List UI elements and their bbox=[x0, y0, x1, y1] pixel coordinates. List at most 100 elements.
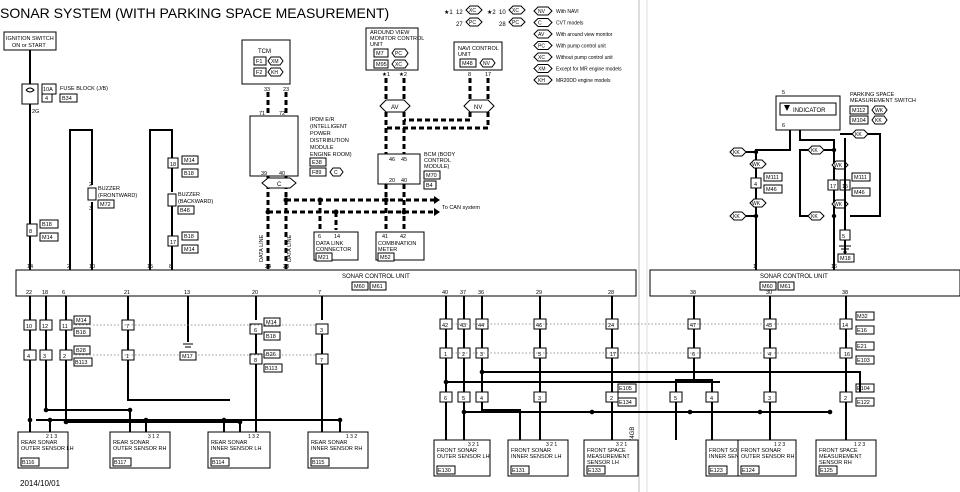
svg-text:MONITOR CONTROL: MONITOR CONTROL bbox=[370, 36, 424, 42]
front-pin-low: 4 bbox=[710, 396, 713, 402]
front-pin-low: 3 bbox=[768, 396, 771, 402]
svg-text:E38: E38 bbox=[312, 160, 322, 166]
sensor-label: MEASUREMENT bbox=[587, 454, 630, 460]
svg-text:C: C bbox=[277, 182, 282, 188]
legend-text: With NAVI bbox=[556, 9, 579, 15]
connector-code-text: E105 bbox=[619, 386, 632, 392]
svg-text:20: 20 bbox=[389, 178, 395, 184]
sensor-label: SENSOR LH bbox=[587, 460, 619, 466]
svg-text:40: 40 bbox=[279, 171, 285, 177]
sensor-pins: 1 3 2 bbox=[346, 434, 357, 440]
svg-text:M14: M14 bbox=[42, 235, 53, 241]
sonar-bottom-pin: 21 bbox=[124, 290, 130, 296]
svg-text:NV: NV bbox=[474, 105, 482, 111]
svg-text:IPDM E/R: IPDM E/R bbox=[310, 117, 334, 123]
legend-text: Except for MR engine models bbox=[556, 67, 622, 73]
svg-text:DATA LINK: DATA LINK bbox=[316, 241, 344, 247]
svg-text:M72: M72 bbox=[100, 202, 111, 208]
junction-dot bbox=[589, 409, 595, 415]
junction-dot bbox=[687, 409, 693, 415]
legend-text: Without pump control unit bbox=[556, 55, 613, 61]
sensor-connector bbox=[510, 465, 530, 475]
svg-text:8: 8 bbox=[29, 229, 32, 235]
sensor-label: SENSOR RH bbox=[819, 460, 852, 466]
junction-dot bbox=[479, 369, 485, 375]
front-pin-mid: 16 bbox=[844, 352, 850, 358]
junction-dot bbox=[827, 409, 833, 415]
sensor-label: REAR SONAR bbox=[113, 440, 149, 446]
svg-text:41: 41 bbox=[382, 234, 388, 240]
sensor-pins: 3 2 1 bbox=[546, 442, 557, 448]
svg-text:BCM (BODY: BCM (BODY bbox=[424, 152, 456, 158]
svg-text:F1: F1 bbox=[256, 59, 262, 65]
sensor-label: INNER SENSOR LH bbox=[511, 454, 561, 460]
sensor-pins: 2 1 3 bbox=[46, 434, 57, 440]
svg-text:(BACKWARD): (BACKWARD) bbox=[178, 199, 213, 205]
legend-code-tag bbox=[533, 18, 553, 27]
svg-text:MODULE: MODULE bbox=[310, 145, 334, 151]
svg-text:8: 8 bbox=[254, 358, 257, 364]
svg-text:4: 4 bbox=[27, 354, 30, 360]
svg-text:M95: M95 bbox=[376, 62, 387, 68]
front-pin-top: 42 bbox=[442, 323, 448, 329]
svg-text:WK: WK bbox=[834, 202, 843, 208]
connector-code-text: E122 bbox=[857, 400, 870, 406]
svg-text:FUSE BLOCK (J/B): FUSE BLOCK (J/B) bbox=[60, 86, 108, 92]
svg-text:17: 17 bbox=[170, 240, 176, 246]
front-pin-low: 2 bbox=[844, 396, 847, 402]
svg-text:M112: M112 bbox=[852, 108, 865, 114]
sensor-label: OUTER SENSOR RH bbox=[741, 454, 795, 460]
svg-text:KH: KH bbox=[271, 70, 278, 76]
front-pin-top: 45 bbox=[766, 323, 772, 329]
svg-text:WK: WK bbox=[752, 162, 761, 168]
legend-text: MR20DD engine models bbox=[556, 78, 611, 84]
svg-text:M60: M60 bbox=[354, 284, 365, 290]
svg-text:M14: M14 bbox=[184, 158, 195, 164]
svg-text:★2: ★2 bbox=[487, 9, 496, 16]
buzzer-back-icon bbox=[167, 193, 177, 207]
front-pin-mid: 1 bbox=[444, 352, 447, 358]
connector-code-text: E16 bbox=[857, 328, 867, 334]
svg-text:M46: M46 bbox=[854, 190, 865, 196]
sonar-bottom-pin: 37 bbox=[460, 290, 466, 296]
buzzer-front-icon bbox=[87, 187, 97, 201]
svg-text:28: 28 bbox=[499, 22, 506, 28]
svg-text:11: 11 bbox=[62, 324, 68, 330]
svg-text:(INTELLIGENT: (INTELLIGENT bbox=[310, 124, 348, 130]
svg-text:PARKING SPACE: PARKING SPACE bbox=[850, 92, 894, 98]
front-pin-low: 2 bbox=[610, 396, 613, 402]
sensor-connector-code: E124 bbox=[742, 468, 755, 474]
sensor-connector-code: B116 bbox=[22, 460, 34, 466]
junction-dot bbox=[461, 409, 467, 415]
svg-text:42: 42 bbox=[400, 234, 406, 240]
connector-code bbox=[855, 341, 875, 351]
svg-text:M70: M70 bbox=[426, 173, 437, 179]
sonar-top-pin: 14 bbox=[27, 264, 33, 270]
svg-text:★1: ★1 bbox=[382, 71, 390, 78]
svg-text:ENGINE ROOM): ENGINE ROOM) bbox=[310, 152, 352, 158]
sonar-top-pin: 24 bbox=[265, 264, 271, 270]
sonar-top-pin: 10 bbox=[89, 264, 95, 270]
sonar-bottom-pin: 13 bbox=[184, 290, 190, 296]
sensor-connector-code: E133 bbox=[588, 468, 601, 474]
connector-code bbox=[617, 383, 637, 393]
svg-text:6: 6 bbox=[254, 328, 257, 334]
svg-text:2: 2 bbox=[89, 182, 92, 188]
svg-text:POWER: POWER bbox=[310, 131, 331, 137]
sensor-label: FRONT SPACE bbox=[819, 448, 858, 454]
sensor-connector-code: E125 bbox=[820, 468, 833, 474]
legend-text: With pump control unit bbox=[556, 44, 606, 50]
svg-text:KK: KK bbox=[733, 214, 740, 220]
svg-text:M60: M60 bbox=[762, 284, 773, 290]
connector-code bbox=[855, 311, 875, 321]
wire bbox=[675, 358, 695, 392]
svg-text:3: 3 bbox=[320, 328, 323, 334]
svg-text:KK: KK bbox=[855, 132, 862, 138]
connector-code bbox=[855, 325, 875, 335]
